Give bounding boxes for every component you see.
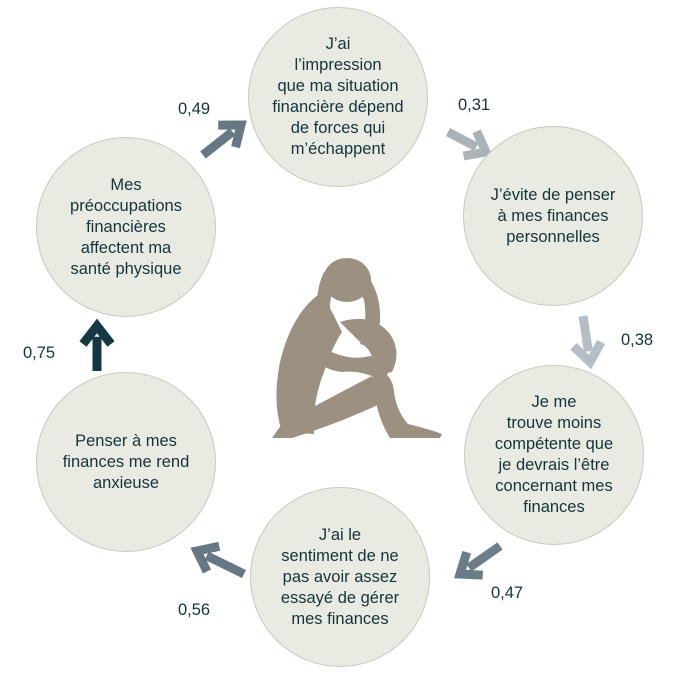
node-avoid: J’évite de penser à mes finances personn…	[463, 126, 643, 306]
arrow-effort-anxiety	[190, 541, 246, 579]
arrow-head	[190, 541, 221, 574]
node-health: Mes préoccupations financières affectent…	[36, 137, 216, 317]
arrow-shaft	[204, 551, 246, 579]
sitting-woman-silhouette-icon	[272, 258, 442, 438]
node-avoid-label: J’évite de penser à mes finances personn…	[490, 185, 616, 246]
arrow-shaft	[578, 315, 593, 352]
arrow-competence-effort	[453, 542, 503, 580]
weight-competence-effort: 0,47	[491, 584, 524, 602]
arrow-forces-avoid	[445, 128, 493, 161]
weight-anxiety-health: 0,75	[23, 344, 56, 362]
weight-effort-anxiety: 0,56	[178, 601, 211, 619]
node-competence-label: Je me trouve moins compétente que je dev…	[494, 393, 614, 516]
weight-forces-avoid: 0,31	[458, 96, 491, 114]
arrow-anxiety-health	[79, 318, 115, 371]
node-competence: Je me trouve moins compétente que je dev…	[464, 365, 644, 545]
node-anxiety-label: Penser à mes finances me rend anxieuse	[62, 431, 190, 492]
arrow-head	[462, 129, 493, 161]
arrow-shaft	[200, 128, 236, 159]
arrow-head	[570, 339, 606, 370]
node-anxiety: Penser à mes finances me rend anxieuse	[36, 372, 216, 552]
node-effort: J’ai le sentiment de ne pas avoir assez …	[250, 487, 430, 667]
node-effort-label: J’ai le sentiment de ne pas avoir assez …	[280, 525, 400, 628]
weight-avoid-competence: 0,38	[621, 331, 654, 349]
node-forces-label: J’ai l’impression que ma situation finan…	[272, 35, 404, 158]
weight-health-forces: 0,49	[178, 100, 211, 118]
arrow-avoid-competence	[570, 315, 606, 370]
arrow-health-forces	[200, 120, 247, 159]
arrow-head	[79, 318, 115, 347]
node-health-label: Mes préoccupations financières affectent…	[70, 175, 182, 278]
arrow-head	[218, 120, 247, 149]
node-forces: J’ai l’impression que ma situation finan…	[248, 7, 428, 187]
arrow-shaft	[466, 542, 503, 572]
arrow-head	[453, 550, 484, 580]
arrow-shaft	[445, 128, 479, 151]
